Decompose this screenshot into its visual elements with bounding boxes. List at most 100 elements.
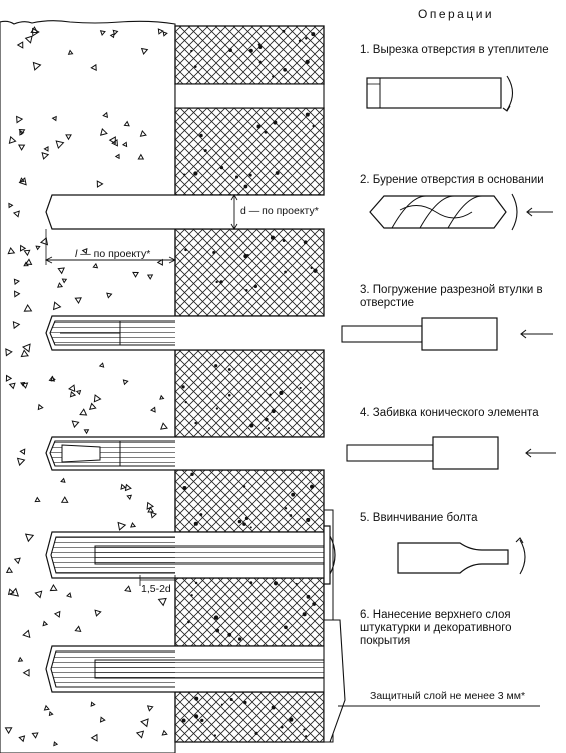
aggregate-mark xyxy=(71,420,80,429)
aggregate-mark xyxy=(123,120,130,127)
insulation-speck xyxy=(193,521,198,526)
insulation-speck xyxy=(258,60,262,64)
insulation-cut xyxy=(174,83,325,109)
aggregate-mark xyxy=(48,375,56,382)
aggregate-mark xyxy=(51,115,57,122)
aggregate-mark xyxy=(90,701,96,707)
insulation-speck xyxy=(181,718,186,723)
insulation-speck xyxy=(248,48,253,53)
aggregate-mark xyxy=(93,394,102,403)
insulation-speck xyxy=(237,637,242,641)
insulation-speck xyxy=(312,602,317,606)
aggregate-mark xyxy=(20,349,29,358)
aggregate-mark xyxy=(13,278,20,286)
insulation-speck xyxy=(190,49,193,53)
aggregate-mark xyxy=(130,522,137,528)
aggregate-mark xyxy=(43,146,49,152)
aggregate-mark xyxy=(17,656,24,662)
insulation-speck xyxy=(284,625,288,630)
aggregate-mark xyxy=(48,711,54,717)
aggregate-mark xyxy=(19,448,26,455)
insulation-speck xyxy=(282,29,286,33)
insulation-speck xyxy=(305,735,308,738)
aggregate-mark xyxy=(17,144,26,151)
insulation-speck xyxy=(243,700,247,705)
aggregate-mark xyxy=(162,31,168,37)
plaster-coat xyxy=(323,619,346,743)
aggregate-mark xyxy=(139,129,147,137)
aggregate-mark xyxy=(147,506,154,513)
insulation-speck xyxy=(212,251,216,254)
insulation-speck xyxy=(184,248,187,252)
operation-2-label: 2. Бурение отверстия в основании xyxy=(360,174,544,186)
insulation-speck xyxy=(249,526,252,529)
sleeve-driver xyxy=(341,317,553,351)
aggregate-mark xyxy=(21,343,31,353)
insulation-speck xyxy=(228,48,232,52)
aggregate-mark xyxy=(109,33,115,39)
aggregate-mark xyxy=(13,557,21,565)
aggregate-mark xyxy=(19,129,25,136)
length-symbol: l xyxy=(75,248,78,260)
aggregate-mark xyxy=(61,278,68,284)
aggregate-mark xyxy=(12,321,21,330)
insulation-block xyxy=(174,349,325,438)
aggregate-mark xyxy=(53,610,61,618)
insulation-speck xyxy=(194,421,197,425)
aggregate-mark xyxy=(157,28,164,35)
insulation-speck xyxy=(182,485,187,491)
insulation-speck xyxy=(242,485,246,488)
aggregate-mark xyxy=(22,668,30,677)
operation-3-label: 3. Погружение разрезной втулки в отверст… xyxy=(360,284,543,309)
cutter-tool xyxy=(366,75,514,112)
aggregate-mark xyxy=(120,483,127,490)
operations-header: Операции xyxy=(418,7,495,21)
aggregate-mark xyxy=(60,477,66,483)
insulation-speck xyxy=(184,400,187,404)
aggregate-mark xyxy=(96,180,104,188)
aggregate-mark xyxy=(41,151,50,160)
insulation-speck xyxy=(311,32,316,37)
insulation-speck xyxy=(249,423,254,428)
aggregate-mark xyxy=(75,389,82,396)
insulation-speck xyxy=(299,386,302,390)
aggregate-mark xyxy=(112,29,119,36)
insulation-speck xyxy=(190,594,193,597)
aggregate-mark xyxy=(146,274,154,280)
aggregate-mark xyxy=(8,135,17,144)
aggregate-mark xyxy=(68,384,76,393)
insulation-speck xyxy=(227,393,231,397)
insulation-speck xyxy=(305,112,310,117)
insulation-block xyxy=(174,469,325,533)
aggregate-mark xyxy=(99,716,106,723)
aggregate-mark xyxy=(114,153,120,160)
aggregate-mark xyxy=(12,210,20,218)
diameter-label: d — по проекту* xyxy=(240,205,319,217)
insulation-speck xyxy=(215,280,218,284)
aggregate-mark xyxy=(5,348,13,357)
bolt-shank-final xyxy=(94,659,326,679)
insulation-speck xyxy=(267,427,270,430)
insulation-speck xyxy=(306,594,311,599)
protective-layer-label: Защитный слой не менее 3 мм* xyxy=(370,690,526,702)
aggregate-mark xyxy=(35,245,41,251)
aggregate-mark xyxy=(34,590,43,599)
aggregate-mark xyxy=(157,597,167,607)
insulation-speck xyxy=(280,725,284,729)
insulation-blocks xyxy=(174,25,325,743)
aggregate-mark xyxy=(24,258,33,265)
aggregate-mark xyxy=(90,63,97,72)
aggregate-mark xyxy=(79,408,88,416)
insulation-block xyxy=(174,25,325,85)
insulation-speck xyxy=(264,130,268,134)
insulation-speck xyxy=(272,75,275,78)
insulation-speck xyxy=(289,514,293,517)
aggregate-mark xyxy=(146,501,155,510)
insulation-speck xyxy=(229,698,233,702)
concrete-aggregate-marks xyxy=(4,26,168,747)
insulation-speck xyxy=(249,581,253,585)
aggregate-mark xyxy=(34,496,41,503)
insulation-block xyxy=(174,228,325,317)
insulation-speck xyxy=(194,696,199,701)
insulation-speck xyxy=(214,364,218,368)
